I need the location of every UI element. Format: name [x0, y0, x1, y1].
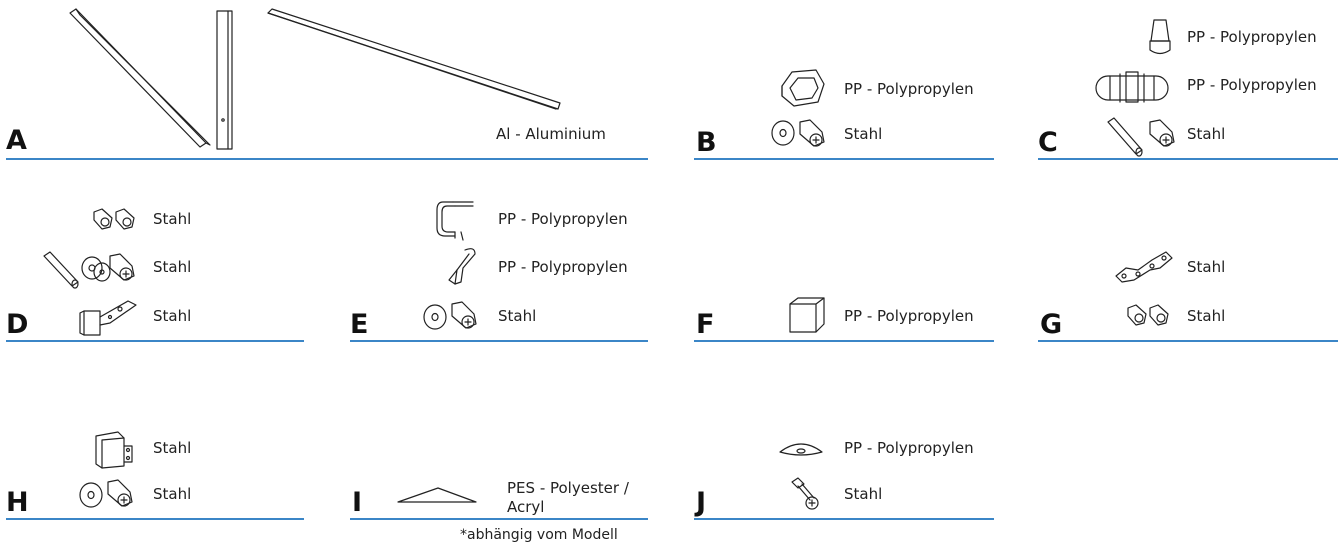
material-label: Stahl	[1187, 307, 1226, 325]
group-letter: D	[6, 309, 29, 340]
section-divider	[350, 340, 648, 342]
section-divider	[6, 340, 304, 342]
tube-icon	[1107, 117, 1143, 157]
group-letter: G	[1040, 309, 1063, 340]
section-divider	[1038, 340, 1338, 342]
material-label: Stahl	[153, 258, 192, 276]
material-label: PP - Polypropylen	[844, 307, 974, 325]
washer-icon	[771, 120, 795, 146]
footnote: *abhängig vom Modell	[460, 527, 618, 543]
section-divider	[694, 340, 994, 342]
group-letter: C	[1038, 127, 1058, 158]
material-label: Stahl	[1187, 258, 1226, 276]
material-label: Stahl	[153, 210, 192, 228]
washer-icon	[79, 482, 103, 508]
material-label: Stahl	[844, 485, 883, 503]
tube-icon	[69, 8, 561, 150]
material-label: PP - Polypropylen	[1187, 28, 1317, 46]
material-label-line1: PES - Polyester /	[507, 479, 629, 497]
material-label: PES - Polyester / Acryl	[507, 479, 629, 517]
material-label: Al - Aluminium	[496, 125, 606, 143]
section-divider	[6, 518, 304, 520]
hook-icon	[448, 248, 476, 285]
screw-icon	[799, 119, 825, 147]
tube-icon	[43, 251, 79, 289]
section-divider	[6, 158, 648, 160]
section-divider	[350, 518, 648, 520]
triangle-fabric-icon	[397, 487, 477, 503]
bolt-icon	[791, 477, 819, 510]
material-label: PP - Polypropylen	[498, 258, 628, 276]
washer-icon	[93, 208, 135, 230]
washer-icon	[423, 304, 447, 330]
connector-icon	[1095, 71, 1169, 103]
material-label: PP - Polypropylen	[498, 210, 628, 228]
clip-icon	[436, 201, 474, 241]
screw-icon	[109, 253, 135, 281]
screw-icon	[107, 479, 133, 507]
material-label: Stahl	[1187, 125, 1226, 143]
material-label: Stahl	[153, 439, 192, 457]
section-divider	[694, 158, 994, 160]
bracket-icon	[79, 300, 137, 336]
section-divider	[1038, 158, 1338, 160]
material-label: PP - Polypropylen	[844, 80, 974, 98]
group-letter: E	[350, 309, 369, 340]
material-label: PP - Polypropylen	[844, 439, 974, 457]
material-label: Stahl	[153, 307, 192, 325]
screw-icon	[1149, 119, 1175, 147]
washer-icon	[1127, 304, 1169, 326]
bracket-icon	[95, 431, 133, 469]
end-cap-icon	[789, 297, 825, 333]
group-letter: J	[696, 487, 707, 518]
group-letter: A	[6, 125, 27, 156]
connector-icon	[781, 69, 825, 107]
cap-icon	[1149, 19, 1171, 55]
group-letter: F	[696, 309, 715, 340]
group-letter: I	[352, 487, 363, 518]
washer-icon	[81, 256, 111, 282]
plate-icon	[1115, 251, 1173, 283]
material-label: Stahl	[498, 307, 537, 325]
material-label: PP - Polypropylen	[1187, 76, 1317, 94]
disc-cap-icon	[779, 443, 823, 456]
section-divider	[694, 518, 994, 520]
material-label: Stahl	[153, 485, 192, 503]
material-label-line2: Acryl	[507, 498, 545, 516]
group-letter: H	[6, 487, 29, 518]
group-letter: B	[696, 127, 717, 158]
screw-icon	[451, 301, 477, 329]
material-label: Stahl	[844, 125, 883, 143]
